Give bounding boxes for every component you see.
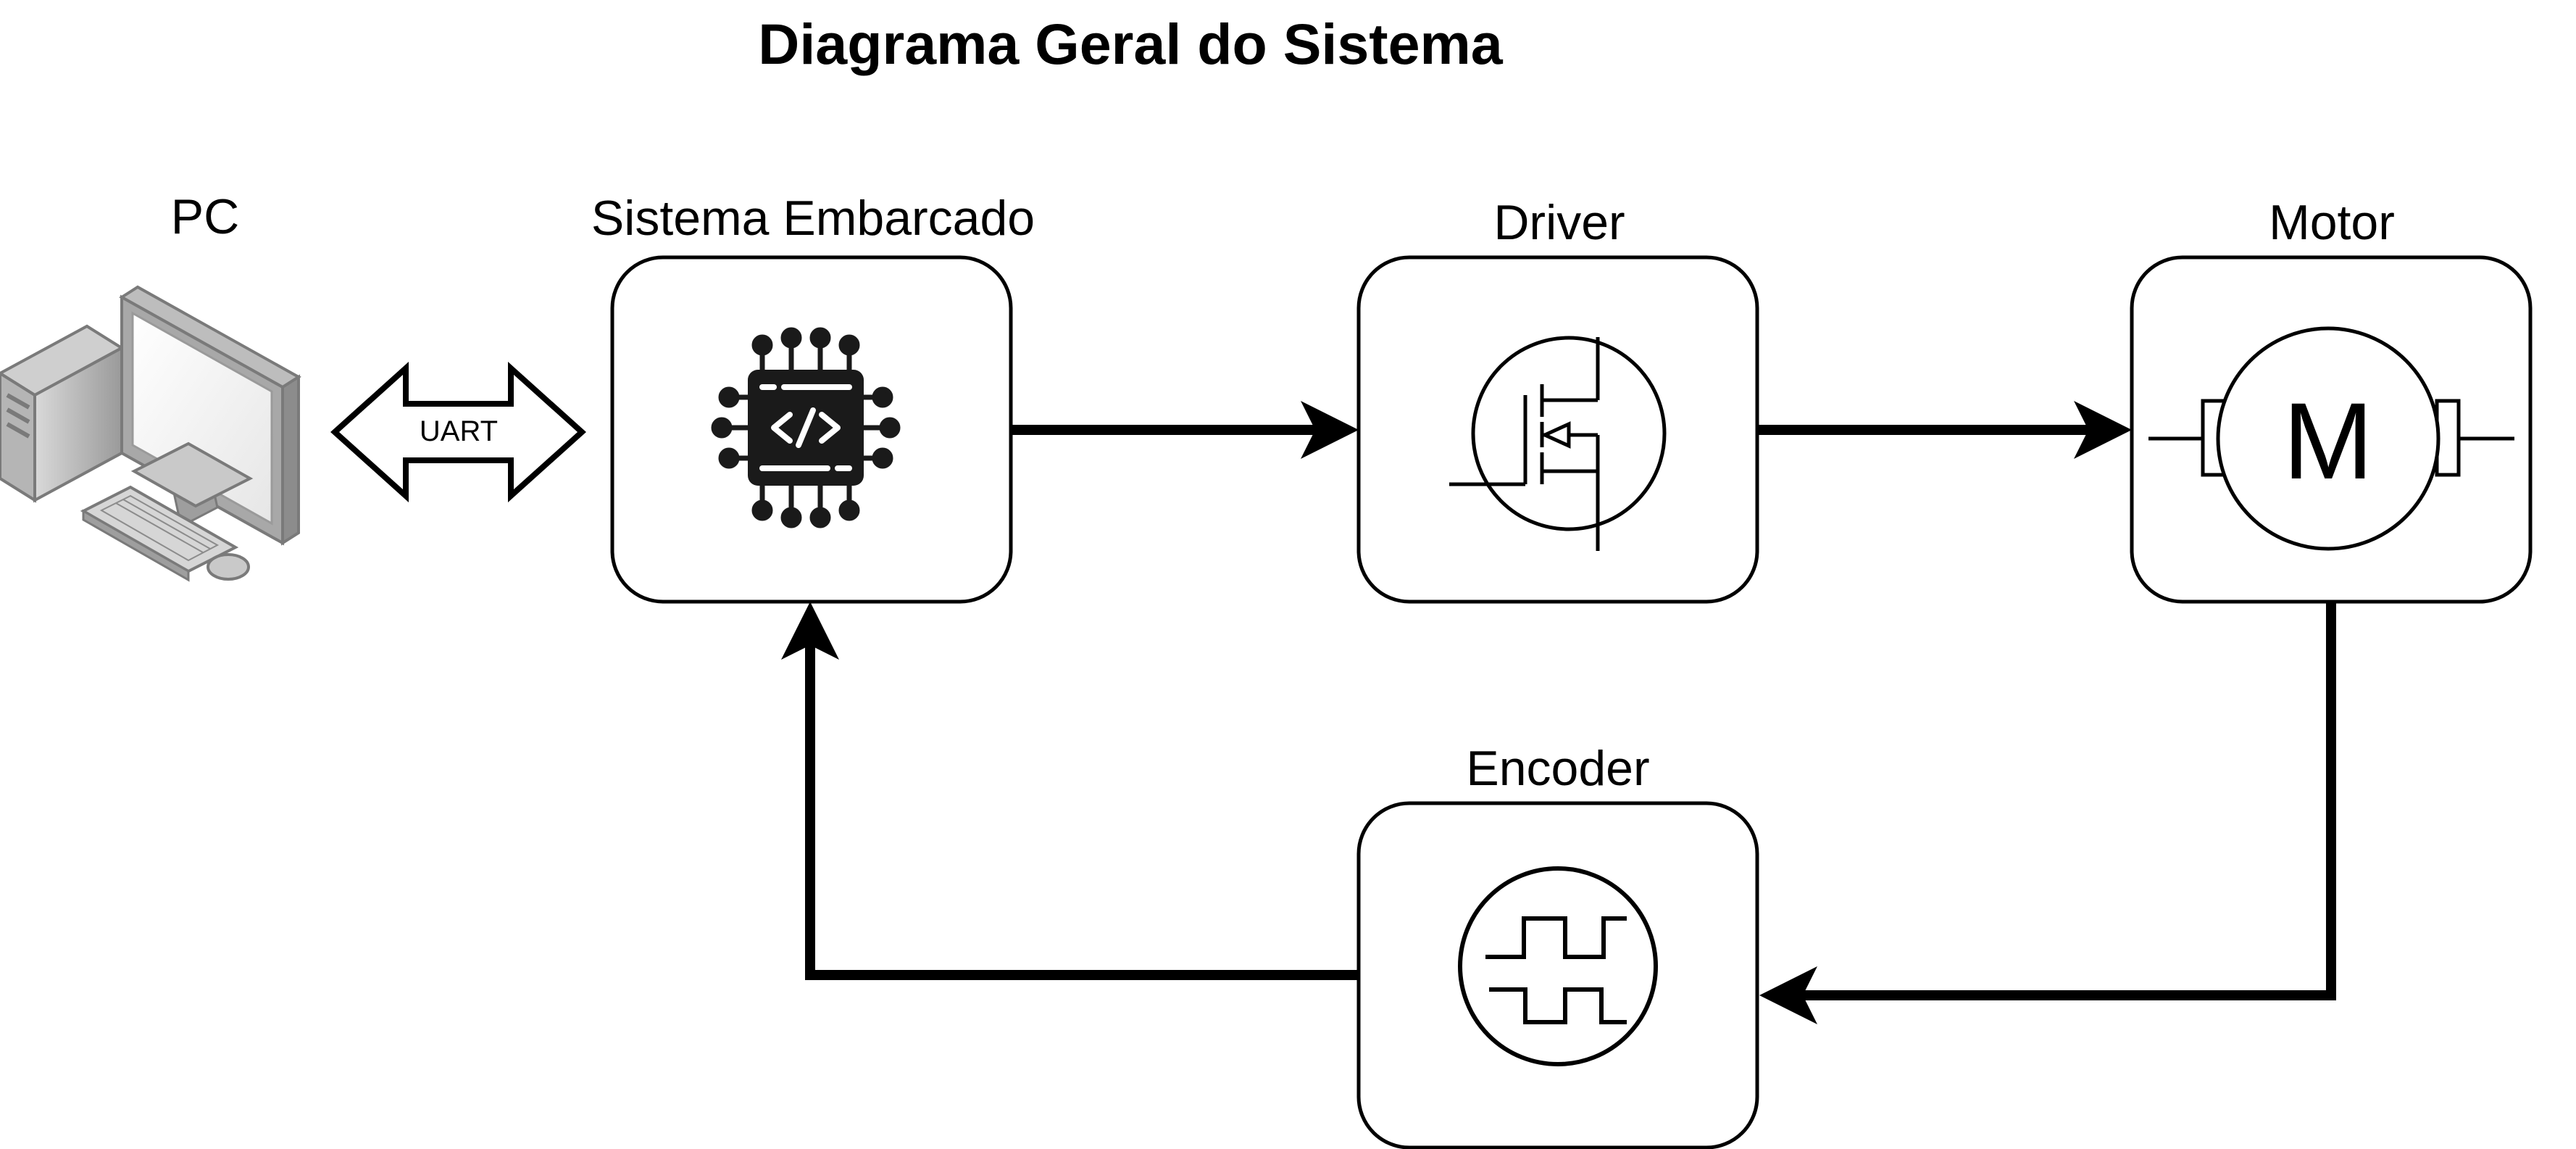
driver-label: Driver bbox=[1493, 195, 1625, 250]
arrow-driver-to-motor bbox=[1757, 401, 2132, 459]
square-wave-icon bbox=[1458, 866, 1658, 1066]
encoder-box bbox=[1356, 801, 1759, 1149]
uart-label: UART bbox=[420, 415, 498, 447]
motor-symbol: M bbox=[2283, 380, 2374, 502]
arrow-encoder-to-embedded bbox=[781, 602, 1359, 980]
pc-label: PC bbox=[171, 189, 239, 244]
motor-icon bbox=[2148, 326, 2514, 551]
diagram-title: Diagrama Geral do Sistema bbox=[758, 12, 1503, 76]
computer-icon bbox=[0, 285, 301, 582]
encoder-label: Encoder bbox=[1466, 741, 1649, 796]
embedded-system-label: Sistema Embarcado bbox=[591, 191, 1035, 246]
microchip-code-icon bbox=[711, 327, 901, 528]
mosfet-icon bbox=[1449, 336, 1667, 551]
arrow-embedded-to-driver bbox=[1011, 401, 1359, 459]
uart-double-arrow bbox=[330, 362, 586, 502]
motor-label: Motor bbox=[2269, 195, 2395, 250]
arrow-motor-to-encoder bbox=[1759, 602, 2336, 1024]
